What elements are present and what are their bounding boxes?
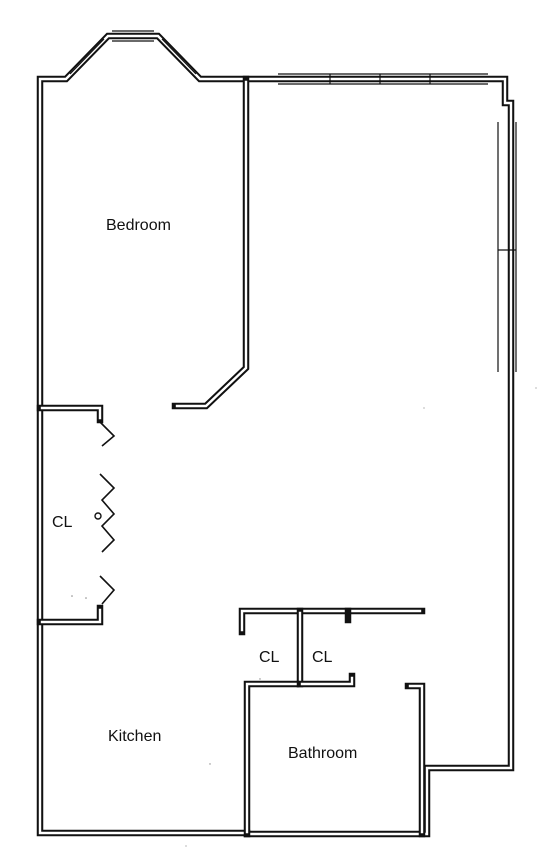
- bedroom-wall: [171, 75, 250, 410]
- middle-closet-walls: [238, 607, 426, 838]
- room-label-bedroom: Bedroom: [106, 217, 171, 234]
- room-label-bathroom: Bathroom: [288, 745, 357, 762]
- room-label-kitchen: Kitchen: [108, 728, 161, 745]
- bathroom-walls: [404, 682, 426, 838]
- room-label-closet-mid-b: CL: [312, 649, 333, 666]
- room-label-closet-mid-a: CL: [259, 649, 280, 666]
- closet-bifold-doors: [94, 421, 116, 605]
- scan-specks: [71, 387, 537, 847]
- outer-wall: [36, 32, 515, 838]
- bay-window: [69, 30, 197, 75]
- right-windows: [497, 122, 517, 372]
- top-windows: [278, 73, 488, 85]
- room-label-closet-left: CL: [52, 514, 73, 531]
- left-closet-walls: [36, 404, 104, 626]
